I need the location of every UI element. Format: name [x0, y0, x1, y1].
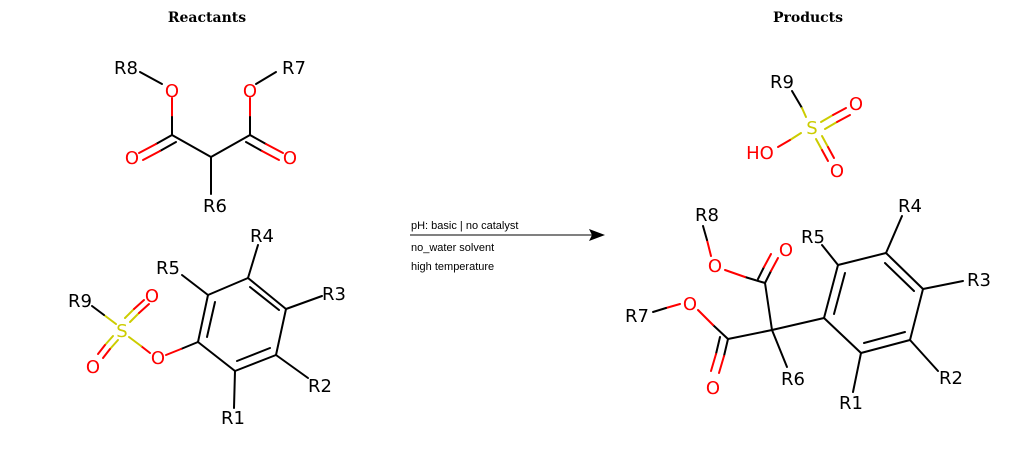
acid-o-top-label: O [849, 94, 863, 115]
arylmalonate-r2-label: R2 [939, 368, 963, 389]
reactant-malonate: R8 R7 O O O O R6 [114, 58, 306, 217]
aryl-r9-label: R9 [68, 291, 92, 312]
acid-o-bottom-label: O [830, 161, 844, 182]
malonate-r7-label: R7 [282, 58, 306, 79]
aryl-r2-label: R2 [308, 376, 332, 397]
aryl-o-top-label: O [145, 286, 159, 307]
malonate-o-ester-left: O [165, 81, 179, 102]
arylmalonate-r5-label: R5 [801, 227, 825, 248]
acid-ho-label: HO [746, 143, 774, 164]
malonate-r8-label: R8 [114, 58, 138, 79]
arylmalonate-r6-label: R6 [781, 369, 805, 390]
condition-temperature: high temperature [411, 261, 494, 273]
aryl-sulfur-label: S [116, 321, 127, 342]
reactants-header: Reactants [168, 10, 246, 26]
arylmalonate-o-carbonyl-top: O [779, 240, 793, 261]
condition-solvent: no_water solvent [411, 242, 494, 254]
aryl-r1-label: R1 [221, 408, 245, 429]
arylmalonate-r3-label: R3 [967, 270, 991, 291]
aryl-r3-label: R3 [322, 284, 346, 305]
aryl-o-bottom-label: O [86, 357, 100, 378]
products-header: Products [773, 10, 843, 26]
malonate-r6-label: R6 [203, 196, 227, 217]
arylmalonate-r7-label: R7 [625, 306, 649, 327]
arrow-head-icon [589, 229, 605, 241]
aryl-r5-label: R5 [156, 258, 180, 279]
arylmalonate-o-carbonyl-bottom: O [706, 378, 720, 399]
aryl-o-bridge-label: O [151, 348, 165, 369]
malonate-o-ester-right: O [243, 81, 257, 102]
product-arylmalonate: R8 O O R5 R4 R3 R2 R1 R7 O O R6 [625, 196, 991, 414]
arylmalonate-r8-label: R8 [695, 205, 719, 226]
malonate-o-carbonyl-left: O [125, 148, 139, 169]
acid-r9-label: R9 [770, 72, 794, 93]
arylmalonate-r1-label: R1 [839, 393, 863, 414]
arylmalonate-o-ester-left: O [683, 294, 697, 315]
reactant-aryl-sulfonate: R9 S O O O R5 R4 R3 R2 R1 [68, 226, 346, 429]
condition-ph-catalyst: pH: basic | no catalyst [411, 220, 518, 232]
malonate-o-carbonyl-right: O [283, 148, 297, 169]
aryl-r4-label: R4 [250, 226, 274, 247]
product-sulfonic-acid: R9 S O HO O [746, 72, 863, 182]
reaction-arrow [410, 229, 605, 241]
arylmalonate-o-ester-top: O [708, 256, 722, 277]
arylmalonate-r4-label: R4 [898, 196, 922, 217]
acid-sulfur-label: S [806, 118, 817, 139]
